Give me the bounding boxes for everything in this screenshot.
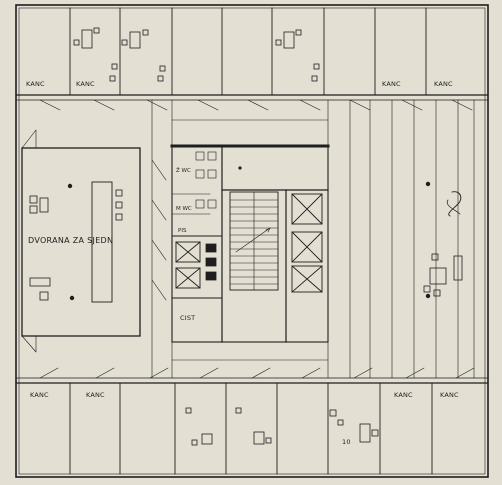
furniture-hall: [29, 189, 123, 301]
conference-hall: [21, 147, 141, 337]
outer-wall: [15, 4, 489, 478]
stair-treads: [229, 199, 279, 285]
pis-label: PIS: [178, 228, 187, 234]
room-number-label: 10: [342, 438, 351, 446]
top-office-partitions: [69, 7, 427, 96]
office-label-bl2: KANC: [86, 391, 105, 399]
office-label-bl1: KANC: [30, 391, 49, 399]
conference-table: [91, 181, 113, 303]
bottom-office-partitions: [69, 382, 433, 475]
corridor-lines: [171, 99, 329, 379]
furniture-top: [73, 27, 320, 82]
bottom-doors: [39, 367, 475, 379]
top-doors: [39, 99, 473, 111]
office-label-tl1: KANC: [26, 80, 45, 88]
wc-label-1: Ž WC: [176, 166, 191, 174]
elevators: [175, 193, 323, 293]
cist-label: CIST: [180, 314, 195, 322]
shafts: [205, 243, 217, 281]
hall-label: DVORANA ZA SJEDN: [28, 236, 113, 245]
furniture-bottom: [185, 407, 379, 446]
office-label-tr2: KANC: [434, 80, 453, 88]
column-markers: [67, 166, 431, 301]
right-ceiling-lines: [349, 99, 475, 379]
office-label-br1: KANC: [394, 391, 413, 399]
wc-fixtures: [195, 151, 217, 209]
furniture-right: [423, 191, 463, 297]
wc-label-2: M WC: [176, 206, 192, 212]
office-label-tr1: KANC: [382, 80, 401, 88]
office-label-tl2: KANC: [76, 80, 95, 88]
office-label-br2: KANC: [440, 391, 459, 399]
